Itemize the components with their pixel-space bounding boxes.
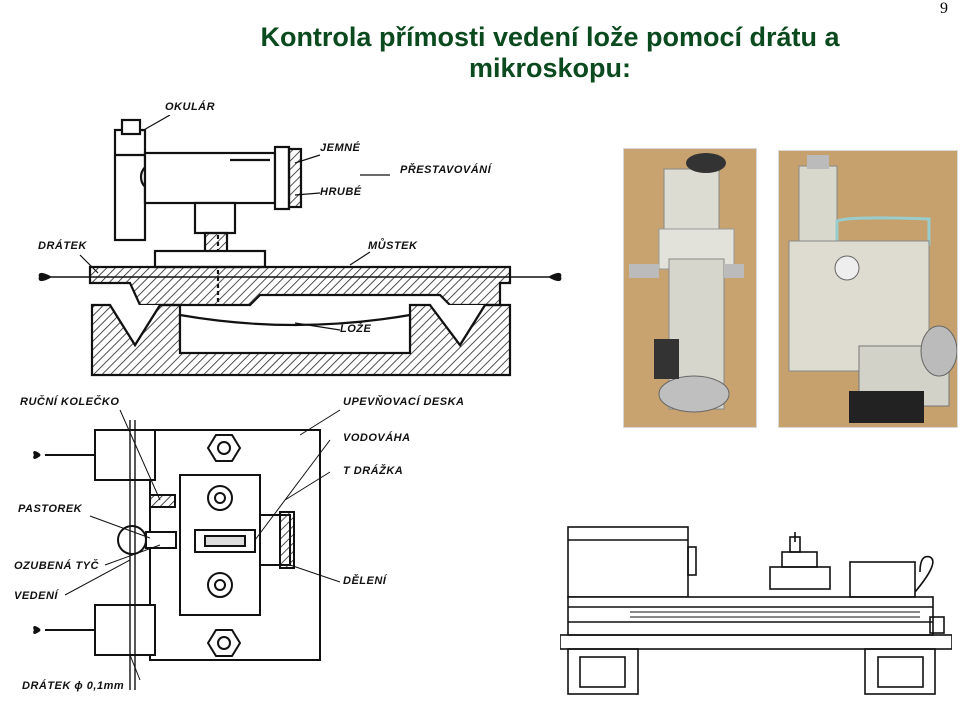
label-vedeni: VEDENÍ	[14, 590, 58, 602]
label-loze: LOŽE	[340, 323, 372, 335]
microscope-photo-side	[778, 150, 958, 428]
label-dratek-diameter: DRÁTEK ϕ 0,1mm	[22, 680, 125, 692]
title-line-2: mikroskopu:	[468, 53, 632, 83]
microscope-photo-front	[623, 148, 757, 428]
lathe-line-drawing	[560, 526, 952, 695]
label-t-drazka: T DRÁŽKA	[343, 465, 404, 477]
label-okular: OKULÁR	[165, 101, 216, 113]
label-vodovaha: VODOVÁHA	[343, 432, 411, 444]
label-jemne: JEMNÉ	[320, 142, 361, 154]
label-deleni: DĚLENÍ	[343, 575, 387, 587]
slide-title: Kontrola přímosti vedení lože pomocí drá…	[200, 22, 900, 84]
microscope-cross-section-drawing	[38, 115, 562, 377]
label-rucni-kolecko: RUČNÍ KOLEČKO	[20, 396, 120, 408]
label-mustek: MŮSTEK	[368, 240, 418, 252]
label-hrube: HRUBÉ	[320, 186, 362, 198]
label-dratek: DRÁTEK	[38, 240, 87, 252]
label-pastorek: PASTOREK	[18, 503, 83, 515]
page-number: 9	[940, 0, 948, 17]
label-ozubena-tyc: OZUBENÁ TYČ	[14, 560, 99, 572]
label-upevnovaci-deska: UPEVŇOVACÍ DESKA	[343, 396, 465, 408]
title-line-1: Kontrola přímosti vedení lože pomocí drá…	[260, 22, 840, 52]
microscope-plan-view-drawing	[33, 409, 341, 690]
label-prestavovani: PŘESTAVOVÁNÍ	[400, 164, 492, 176]
